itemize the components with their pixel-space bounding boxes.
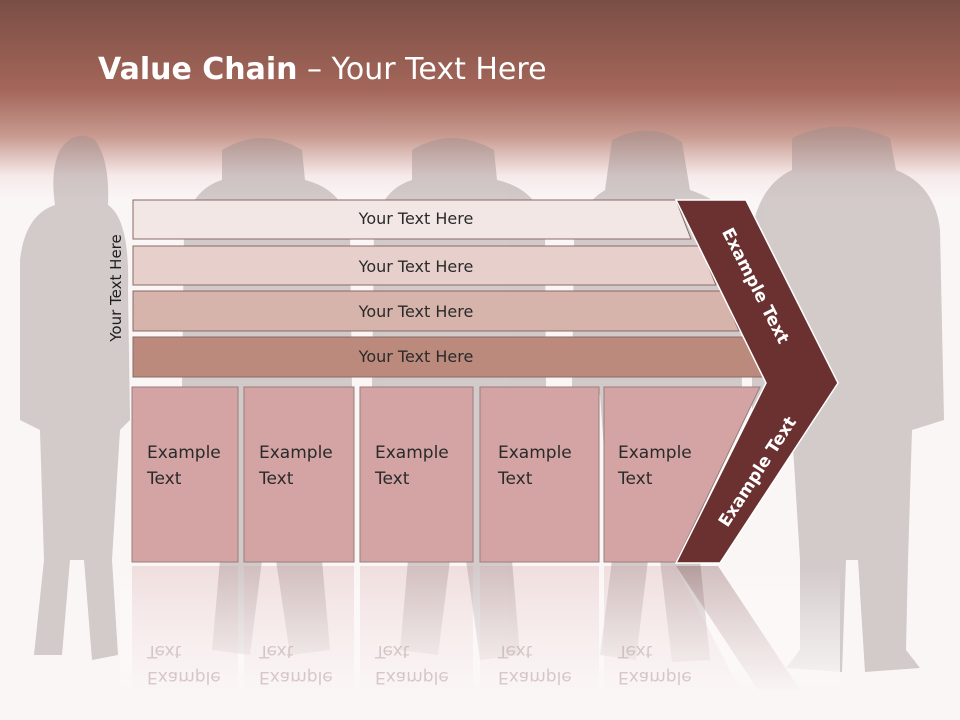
box-4-reflection: Example Text	[498, 638, 572, 690]
box-1-reflection-line1: Example	[147, 667, 221, 687]
bar-2	[132, 245, 717, 286]
slide-title: Value Chain – Your Text Here	[98, 52, 547, 87]
box-2-reflection-line2: Text	[259, 641, 294, 661]
box-1-reflection-line2: Text	[147, 641, 182, 661]
box-2-reflection: Example Text	[259, 638, 333, 690]
box-4-line1: Example	[498, 443, 572, 463]
bar-3	[132, 290, 740, 332]
box-3-line1: Example	[375, 443, 449, 463]
box-4-reflection-line2: Text	[498, 641, 533, 661]
header-band	[0, 0, 960, 200]
bar-1	[132, 199, 692, 240]
bar-1-label: Your Text Here	[358, 209, 474, 228]
title-bold: Value Chain	[98, 52, 298, 87]
box-4-reflection-line1: Example	[498, 667, 572, 687]
box-5-reflection-line2: Text	[618, 641, 653, 661]
bar-4-label: Your Text Here	[358, 347, 474, 366]
box-2-line1: Example	[259, 443, 333, 463]
box-4-line2: Text	[498, 469, 533, 489]
box-5-reflection-line1: Example	[618, 667, 692, 687]
box-4	[479, 386, 600, 563]
box-1	[131, 386, 239, 563]
box-2	[243, 386, 355, 563]
box-2-line2: Text	[259, 469, 294, 489]
box-5-line1: Example	[618, 443, 692, 463]
box-3-reflection-line1: Example	[375, 667, 449, 687]
box-5-line2: Text	[618, 469, 653, 489]
box-3	[359, 386, 474, 563]
box-3-line2: Text	[375, 469, 410, 489]
box-2-reflection-line1: Example	[259, 667, 333, 687]
box-1-line2: Text	[147, 469, 182, 489]
box-1-reflection: Example Text	[147, 638, 221, 690]
bar-3-label: Your Text Here	[358, 302, 474, 321]
box-3-reflection-line2: Text	[375, 641, 410, 661]
bar-2-label: Your Text Here	[358, 257, 474, 276]
title-rest: – Your Text Here	[297, 52, 547, 87]
box-1-line1: Example	[147, 443, 221, 463]
box-3-reflection: Example Text	[375, 638, 449, 690]
box-5-reflection: Example Text	[618, 638, 692, 690]
chevron-arrow	[674, 199, 839, 564]
